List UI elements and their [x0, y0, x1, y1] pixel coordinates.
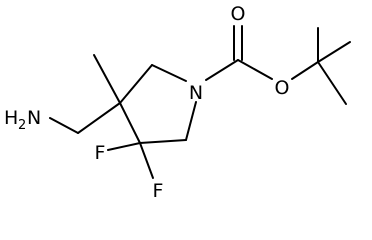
atom-labels: N O O F F H 2 N — [4, 3, 289, 202]
bond-carbonyl-c-o — [237, 59, 273, 80]
bond-ch2bottom-c4 — [139, 139, 187, 144]
bond-tbu-me3 — [317, 61, 347, 105]
atom-f-bottom: F — [153, 180, 164, 202]
bond-o-tbu — [291, 61, 319, 80]
atom-h-subscript: 2 — [18, 118, 26, 133]
bond-c3-ch2top — [119, 64, 153, 104]
atom-nh2: H 2 N — [4, 107, 41, 133]
bond-c4-c3 — [119, 102, 141, 144]
atom-o-ester: O — [275, 77, 290, 99]
bond-c4-f2 — [139, 142, 154, 179]
bond-c3-methyl — [93, 54, 121, 104]
bond-tbu-me2 — [317, 41, 351, 63]
atom-n-amine: N — [27, 107, 41, 129]
bond-n-carbonyl-c — [205, 59, 239, 81]
atom-n-ring: N — [189, 82, 203, 104]
bond-c4-f1 — [107, 142, 141, 151]
bond-c3-ch2 — [77, 102, 121, 134]
atom-o-carbonyl: O — [231, 3, 246, 25]
bond-ch2top-n — [151, 64, 187, 82]
atom-h: H — [4, 107, 18, 129]
atom-f-left: F — [95, 142, 106, 164]
bond-ch2-nh2 — [49, 117, 79, 134]
structure-diagram: N O O F F H 2 N — [4, 3, 351, 202]
bond-n-ch2bottom — [185, 101, 197, 141]
bond-lines — [49, 25, 351, 179]
